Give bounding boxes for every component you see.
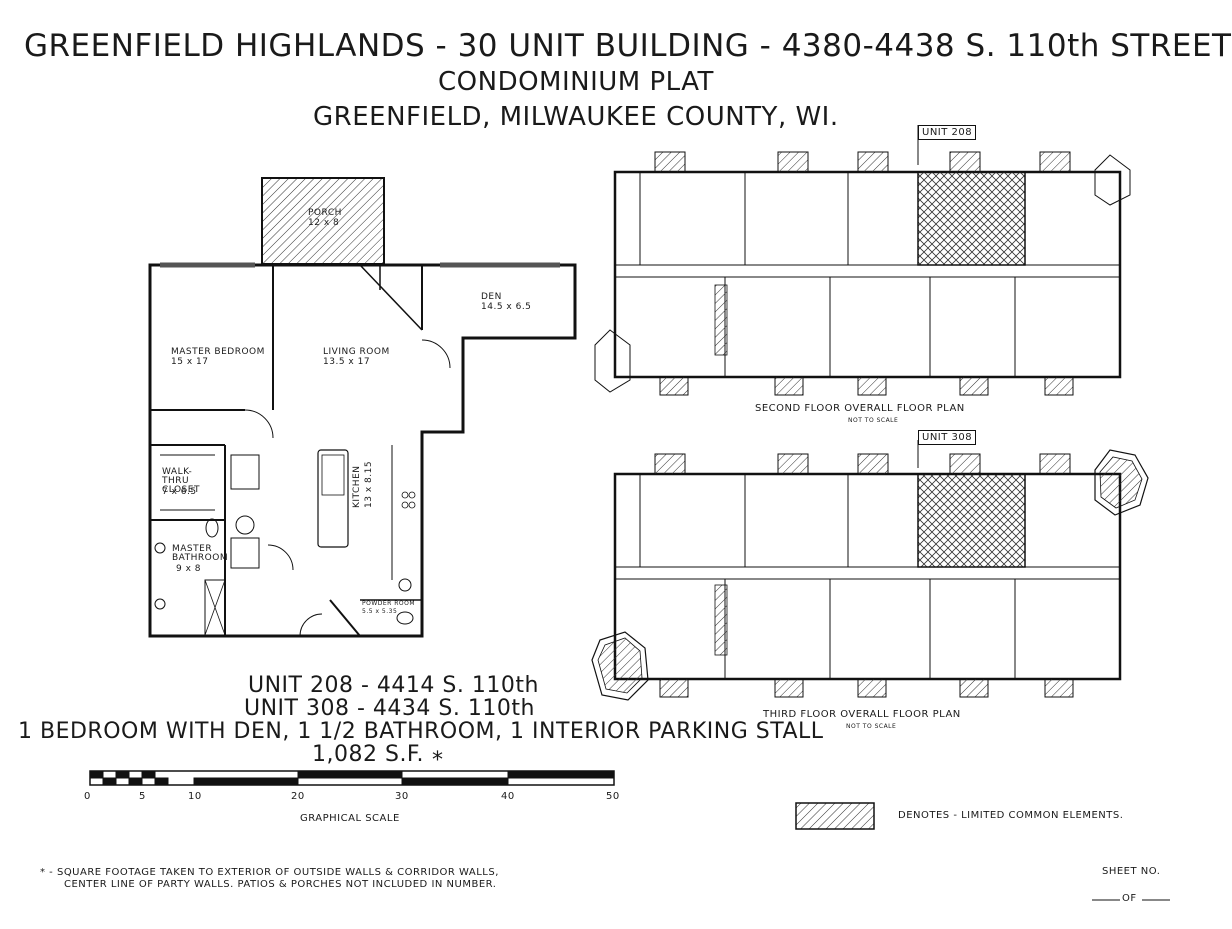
unit-208-highlight xyxy=(917,171,1026,266)
third-floor-overall-plan xyxy=(591,440,1149,701)
room-master-bath-name: MASTER BATHROOM xyxy=(172,544,229,563)
header-title-line1: GREENFIELD HIGHLANDS - 30 UNIT BUILDING … xyxy=(24,28,1232,64)
unit-208-address: UNIT 208 - 4414 S. 110th xyxy=(248,673,539,698)
sheet-of-label: OF xyxy=(1122,893,1137,904)
unit-308-highlight xyxy=(917,473,1026,568)
scale-tick-0: 0 xyxy=(84,791,91,802)
room-den-name: DEN xyxy=(481,292,502,302)
scale-tick-20: 20 xyxy=(291,791,305,802)
room-powder-size: 5.5 x 5.35 xyxy=(362,608,398,615)
scale-tick-5: 5 xyxy=(139,791,146,802)
footnote-line1: * - SQUARE FOOTAGE TAKEN TO EXTERIOR OF … xyxy=(40,867,499,878)
graphical-scale-bar xyxy=(89,770,615,786)
room-closet-name: WALK-THRU CLOSET xyxy=(162,467,200,495)
room-living-room-name: LIVING ROOM xyxy=(323,347,390,357)
header-title-line3: GREENFIELD, MILWAUKEE COUNTY, WI. xyxy=(313,102,839,132)
second-floor-title: SECOND FLOOR OVERALL FLOOR PLAN xyxy=(755,403,965,414)
unit-description: 1 BEDROOM WITH DEN, 1 1/2 BATHROOM, 1 IN… xyxy=(18,719,824,744)
unit-208-callout: UNIT 208 xyxy=(918,125,977,140)
room-master-bath-size: 9 x 8 xyxy=(176,564,201,574)
legend-text: DENOTES - LIMITED COMMON ELEMENTS. xyxy=(898,810,1124,821)
unit-308-address: UNIT 308 - 4434 S. 110th xyxy=(244,696,535,721)
room-porch-size: 12 x 8 xyxy=(308,218,340,228)
porch-hatch xyxy=(261,177,385,265)
scale-tick-30: 30 xyxy=(395,791,409,802)
second-floor-note: NOT TO SCALE xyxy=(848,417,899,424)
scale-tick-50: 50 xyxy=(606,791,620,802)
unit-floor-plan xyxy=(148,177,577,638)
unit-308-callout: UNIT 308 xyxy=(918,430,977,445)
room-living-room-size: 13.5 x 17 xyxy=(323,357,371,367)
unit-area-mark: * xyxy=(432,748,444,773)
room-master-bedroom-size: 15 x 17 xyxy=(171,357,209,367)
scale-tick-10: 10 xyxy=(188,791,202,802)
room-kitchen-name: KITCHEN xyxy=(352,465,362,509)
second-floor-overall-plan xyxy=(594,125,1131,396)
drawing-canvas xyxy=(89,125,1170,901)
room-master-bedroom-name: MASTER BEDROOM xyxy=(171,347,265,357)
footnote-line2: CENTER LINE OF PARTY WALLS. PATIOS & POR… xyxy=(64,879,497,890)
header-title-line2: CONDOMINIUM PLAT xyxy=(438,67,714,97)
third-floor-title: THIRD FLOOR OVERALL FLOOR PLAN xyxy=(763,709,961,720)
room-porch-name: PORCH xyxy=(308,208,342,218)
room-powder-name: POWDER ROOM xyxy=(362,600,416,607)
legend-swatch xyxy=(795,802,875,830)
third-floor-note: NOT TO SCALE xyxy=(846,723,897,730)
room-den-size: 14.5 x 6.5 xyxy=(481,302,532,312)
sheet-no-label: SHEET NO. xyxy=(1102,866,1161,877)
room-kitchen-size: 13 x 8.15 xyxy=(364,460,374,508)
scale-label: GRAPHICAL SCALE xyxy=(300,813,400,824)
room-closet-size: 7 x 6.5 xyxy=(162,487,197,497)
unit-area: 1,082 S.F. xyxy=(312,742,425,767)
scale-tick-40: 40 xyxy=(501,791,515,802)
